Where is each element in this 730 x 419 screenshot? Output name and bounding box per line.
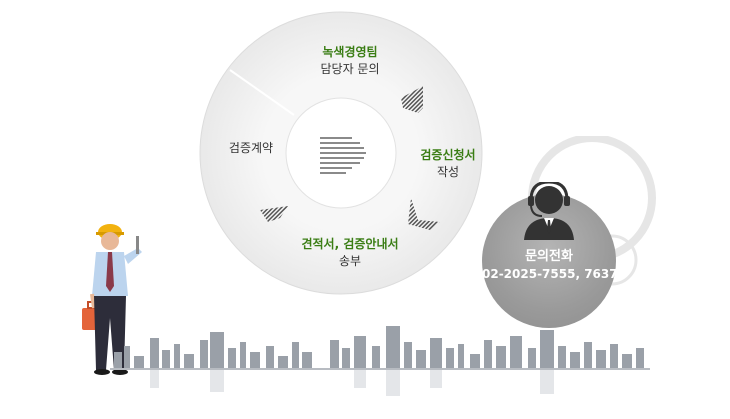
- step-4-title: 검증계약: [228, 141, 274, 155]
- step-3-subtitle: 송부: [338, 254, 362, 268]
- step-3-label: 견적서, 검증안내서 송부: [286, 236, 414, 270]
- worker-illustration: [76, 222, 156, 382]
- step-3-title: 견적서, 검증안내서: [301, 237, 399, 251]
- step-4-label: 검증계약: [216, 140, 286, 157]
- contact-phone: 02-2025-7555, 7637: [482, 267, 618, 281]
- headset-operator-icon: [524, 182, 574, 240]
- step-2-subtitle: 작성: [436, 165, 460, 179]
- arrow-icon-3: [260, 206, 288, 222]
- step-2-label: 검증신청서 작성: [408, 147, 488, 181]
- skyline-icon: [110, 326, 650, 396]
- center-logo-icon: [320, 137, 366, 174]
- contact-title: 문의전화: [525, 249, 573, 264]
- step-1-subtitle: 담당자 문의: [320, 62, 380, 76]
- cycle-ring: [199, 11, 483, 295]
- city-skyline: [110, 322, 650, 402]
- arrow-icon-1: [401, 86, 423, 113]
- step-2-title: 검증신청서: [420, 148, 476, 162]
- arrow-icon-2: [408, 198, 440, 230]
- step-1-label: 녹색경영팀 담당자 문의: [300, 44, 400, 78]
- step-1-title: 녹색경영팀: [322, 45, 378, 59]
- contact-circle: 문의전화 02-2025-7555, 7637: [482, 182, 618, 328]
- worker-icon: [82, 224, 142, 375]
- process-cycle: [198, 10, 484, 296]
